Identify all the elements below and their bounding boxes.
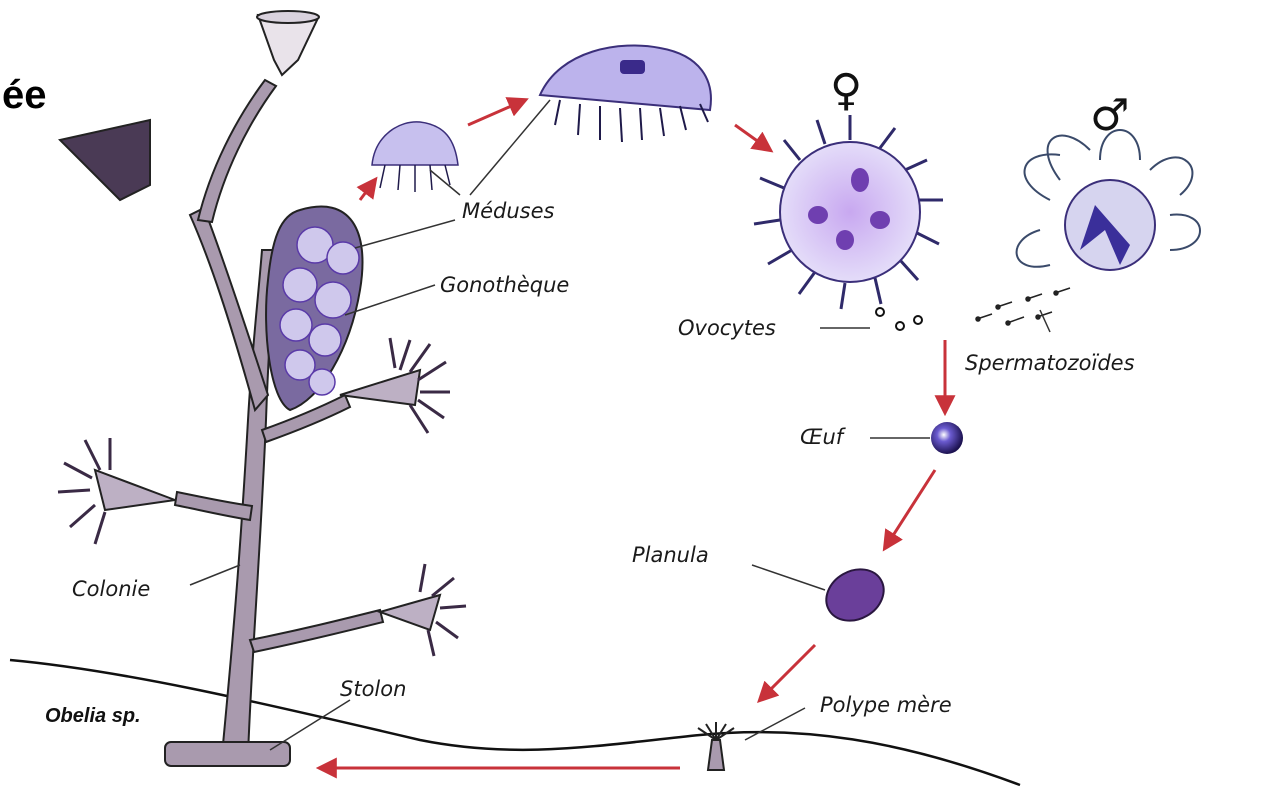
polyp-left bbox=[58, 438, 175, 544]
polyp-right-upper bbox=[340, 338, 450, 433]
mother-polyp bbox=[698, 722, 734, 770]
female-symbol: ♀ bbox=[830, 65, 862, 116]
label-planula: Planula bbox=[632, 543, 709, 567]
label-polype-mere: Polype mère bbox=[820, 693, 952, 717]
label-colonie: Colonie bbox=[72, 577, 150, 601]
label-ovocytes: Ovocytes bbox=[678, 316, 776, 340]
female-medusa bbox=[754, 115, 943, 309]
hydrotheca-top bbox=[60, 11, 319, 200]
species-name: Obelia sp. bbox=[45, 705, 141, 727]
polyp-right-lower bbox=[380, 564, 466, 656]
label-gonotheque: Gonothèque bbox=[440, 273, 569, 297]
leader-lines bbox=[190, 100, 1050, 750]
title-fragment: ée bbox=[2, 73, 47, 117]
small-medusa bbox=[372, 122, 458, 192]
egg bbox=[931, 422, 963, 454]
seabed-line bbox=[10, 660, 1020, 785]
large-medusa bbox=[540, 45, 711, 142]
male-symbol: ♂ bbox=[1090, 90, 1129, 141]
stolon-tube bbox=[165, 742, 290, 766]
colony bbox=[165, 80, 383, 766]
label-stolon: Stolon bbox=[340, 677, 406, 701]
male-medusa bbox=[1017, 130, 1200, 270]
spermatozoa bbox=[976, 288, 1070, 325]
label-meduses: Méduses bbox=[462, 199, 555, 223]
gonotheque-capsule bbox=[266, 207, 362, 410]
label-oeuf: Œuf bbox=[800, 425, 847, 449]
planula-larva bbox=[817, 559, 893, 631]
ovocytes-cells bbox=[876, 308, 922, 330]
label-spermatozoides: Spermatozoïdes bbox=[965, 351, 1135, 375]
